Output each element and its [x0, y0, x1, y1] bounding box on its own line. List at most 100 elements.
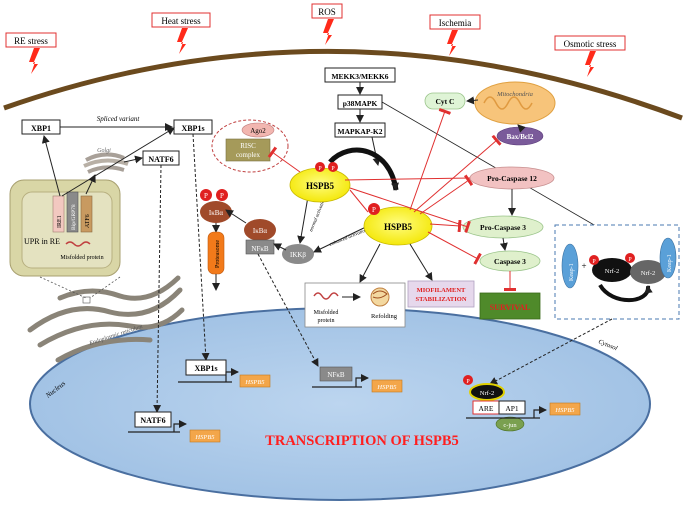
nrf2-a-oval — [592, 258, 632, 282]
miofilament-line1: MIOFILAMENT — [417, 287, 466, 294]
natf6-label: NATF6 — [148, 155, 173, 164]
natf6-nucleus-arrow — [153, 164, 162, 413]
ikkb-nfkb-arrow — [273, 243, 287, 251]
mitochondria-label: Mitochondria — [496, 91, 533, 98]
xbp1s-gene-line — [178, 372, 238, 383]
cell-membrane — [3, 48, 683, 121]
phospho-icon — [368, 203, 380, 215]
ire1-xbp1s-arrow — [61, 127, 175, 197]
cytosol-label: Cytosol — [597, 338, 618, 352]
phospho-icon — [463, 375, 473, 385]
stress-heat: Heat stress — [151, 12, 211, 54]
nrf2-b-oval — [630, 260, 666, 284]
mito-cytc-arrow — [466, 96, 479, 105]
golgi-natf6-arrow — [123, 155, 143, 164]
phospho-icon — [315, 162, 325, 172]
refolding-label: Refolding — [371, 313, 398, 320]
ikba2-oval — [244, 219, 276, 241]
nfkb-nucleus-arrow — [257, 253, 319, 367]
golgi-label: Golgi — [97, 148, 111, 154]
ikba-oval — [200, 201, 232, 223]
ap1-box — [498, 400, 526, 415]
lightning-icon — [177, 28, 188, 54]
hspb5-top-label: HSPB5 — [306, 181, 335, 191]
phospho-label: P — [318, 166, 322, 172]
lightning-icon — [323, 19, 334, 45]
casp3-label: Caspase 3 — [494, 257, 526, 266]
atf6-receptor — [80, 195, 93, 233]
hspb5-bottom-oval — [363, 206, 433, 246]
hspb5-gene-1 — [239, 374, 271, 388]
mekk-label: MEKK3/MEKK6 — [331, 72, 388, 81]
phospho-icon — [589, 255, 599, 265]
survival-label: SURVIVAL — [490, 303, 530, 312]
svg-text:Ischemia: Ischemia — [439, 18, 471, 28]
enhanced-activation-label: enhanced activation — [329, 228, 369, 248]
ikba2-label: IκBα — [253, 227, 268, 235]
ire1-xbp1-arrow — [41, 135, 61, 197]
risc-dashed-circle — [211, 119, 289, 173]
svg-text:RE stress: RE stress — [14, 36, 48, 46]
hspb5-bottom-label: HSPB5 — [384, 222, 413, 232]
phospho-label: P — [204, 192, 208, 200]
phospho-icon — [216, 189, 228, 201]
ire1-label: IRE1 — [57, 215, 63, 228]
normal-activation-label: normal activation — [309, 197, 327, 232]
phospho-label: P — [331, 166, 335, 172]
nuc-xbp1s-label: XBP1s — [194, 364, 217, 373]
atf6-golgi-arrow — [85, 174, 96, 195]
cjun-label: c-jun — [503, 422, 517, 429]
ikkb-label: IKKβ — [290, 251, 306, 259]
hspb5-gene-4 — [549, 402, 581, 416]
risc-line2: complex — [236, 151, 261, 159]
hspb5-miofil-arrow — [409, 243, 433, 281]
nrf-cycle-arrow — [598, 283, 653, 302]
miofilament-line2: STABILIZATION — [415, 296, 466, 303]
hspb5-gene-2-label: HSPB5 — [194, 434, 215, 441]
stress-osmotic: Osmotic stress — [554, 35, 626, 77]
nrf2-nucleus-arrow — [489, 318, 613, 385]
bip-receptor — [66, 191, 79, 233]
miofilament-box — [407, 280, 475, 308]
svg-text:ROS: ROS — [318, 7, 336, 17]
phospho-label: P — [466, 379, 470, 385]
mitochondria-icon — [474, 81, 556, 125]
golgi-icon — [83, 152, 129, 174]
phospho-label: P — [592, 259, 596, 265]
stress-ischemia: Ischemia — [429, 14, 481, 56]
procasp3-label: Pro-Caspase 3 — [480, 223, 526, 232]
phospho-label: P — [220, 192, 224, 200]
mitochondria-cristae — [483, 96, 533, 110]
hspb5-gene-3 — [371, 379, 403, 393]
ago2-label: Ago2 — [250, 127, 266, 135]
nuc-nrf2-oval — [469, 383, 505, 401]
phospho-label: P — [628, 257, 632, 263]
are-gene-line — [466, 410, 546, 419]
hspb5-gene-3-label: HSPB5 — [376, 384, 397, 391]
nfkb-label: NFκB — [251, 245, 268, 253]
hspb5-gene-2 — [189, 429, 221, 443]
hspb5-activation-arrow — [328, 147, 399, 191]
hspb5-refold-arrow — [359, 243, 381, 283]
misfolded-line: Misfolded protein — [60, 254, 103, 261]
keap1-b-oval — [659, 237, 677, 279]
natf6-gene-line — [128, 424, 186, 433]
misfolded-icon — [65, 241, 91, 247]
hspb5-gene-1-label: HSPB5 — [244, 379, 265, 386]
misfolded-line1: Misfolded — [314, 309, 339, 316]
upr-label: UPR in RE — [24, 237, 60, 246]
xbp1s-nucleus-arrow — [192, 133, 210, 361]
xbp1-label: XBP1 — [31, 124, 51, 133]
nrf2-a-label: Nrf-2 — [605, 268, 619, 275]
ikba-label: IκBα — [209, 209, 224, 217]
nuc-nfkb-label: NFκB — [327, 371, 344, 379]
xbp1s-label: XBP1s — [181, 124, 204, 133]
nuc-natf6-box — [134, 411, 172, 428]
keap1-a-label: Keap-1 — [569, 263, 575, 281]
bip-label: Bip/GRP78 — [71, 204, 77, 230]
hspb5b-ikkb-arrow — [313, 224, 371, 253]
bax-label: Bax/Bcl2 — [507, 133, 534, 141]
refolded-protein-detail — [372, 290, 388, 299]
lightning-icon — [447, 30, 458, 56]
